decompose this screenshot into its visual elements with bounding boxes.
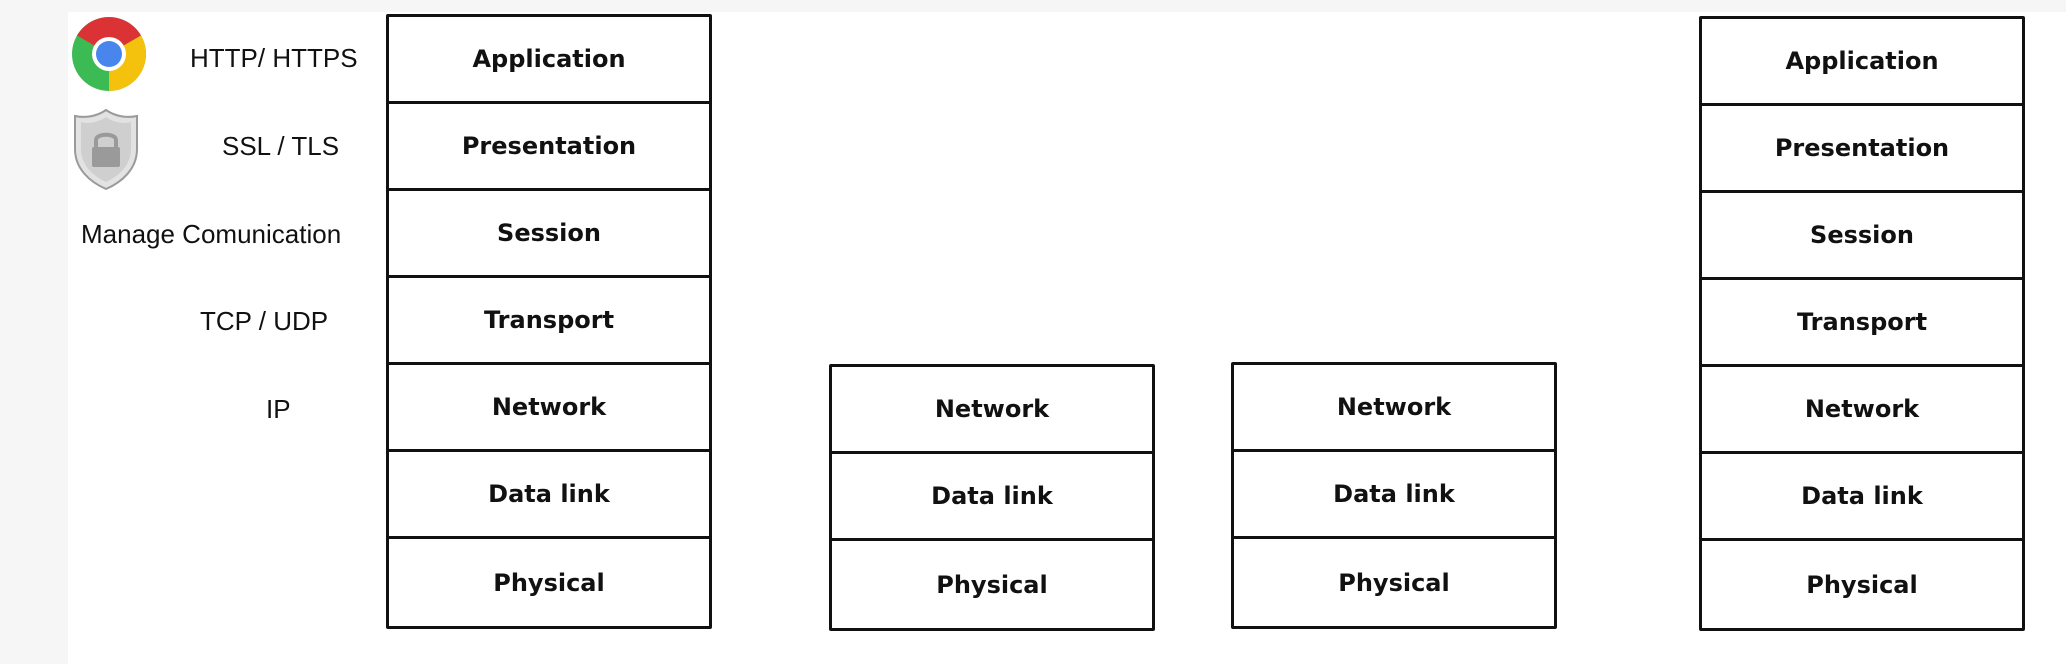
layer-session: Session (389, 191, 709, 278)
layer-network: Network (389, 365, 709, 452)
layer-data-link: Data link (1234, 452, 1554, 539)
layer-network: Network (1702, 367, 2022, 454)
layer-physical: Physical (1806, 570, 1918, 599)
layer-physical: Physical (493, 568, 605, 597)
protocol-label-session: Manage Comunication (81, 219, 342, 249)
chrome-browser-icon (72, 17, 146, 91)
router-1-stack: Network Data link Physical (829, 364, 1155, 631)
layer-session: Session (1702, 193, 2022, 280)
protocol-label-tcp: TCP / UDP (200, 306, 329, 336)
layer-network: Network (1234, 365, 1554, 452)
protocol-label-http: HTTP/ HTTPS (190, 43, 358, 73)
receiver-osi-stack: Application Presentation Session Transpo… (1699, 16, 2025, 631)
layer-transport: Transport (389, 278, 709, 365)
protocol-label-ip: IP (266, 394, 291, 424)
layer-data-link: Data link (389, 452, 709, 539)
layer-presentation: Presentation (389, 104, 709, 191)
router-2-stack: Network Data link Physical (1231, 362, 1557, 629)
shield-lock-icon (74, 108, 138, 191)
layer-data-link: Data link (1702, 454, 2022, 541)
layer-application: Application (389, 17, 709, 104)
layer-physical: Physical (936, 570, 1048, 599)
layer-presentation: Presentation (1702, 106, 2022, 193)
layer-application: Application (1702, 19, 2022, 106)
layer-data-link: Data link (832, 454, 1152, 541)
layer-physical: Physical (1338, 568, 1450, 597)
sender-osi-stack: Application Presentation Session Transpo… (386, 14, 712, 629)
protocol-label-ssl: SSL / TLS (222, 131, 340, 161)
layer-transport: Transport (1702, 280, 2022, 367)
layer-network: Network (832, 367, 1152, 454)
